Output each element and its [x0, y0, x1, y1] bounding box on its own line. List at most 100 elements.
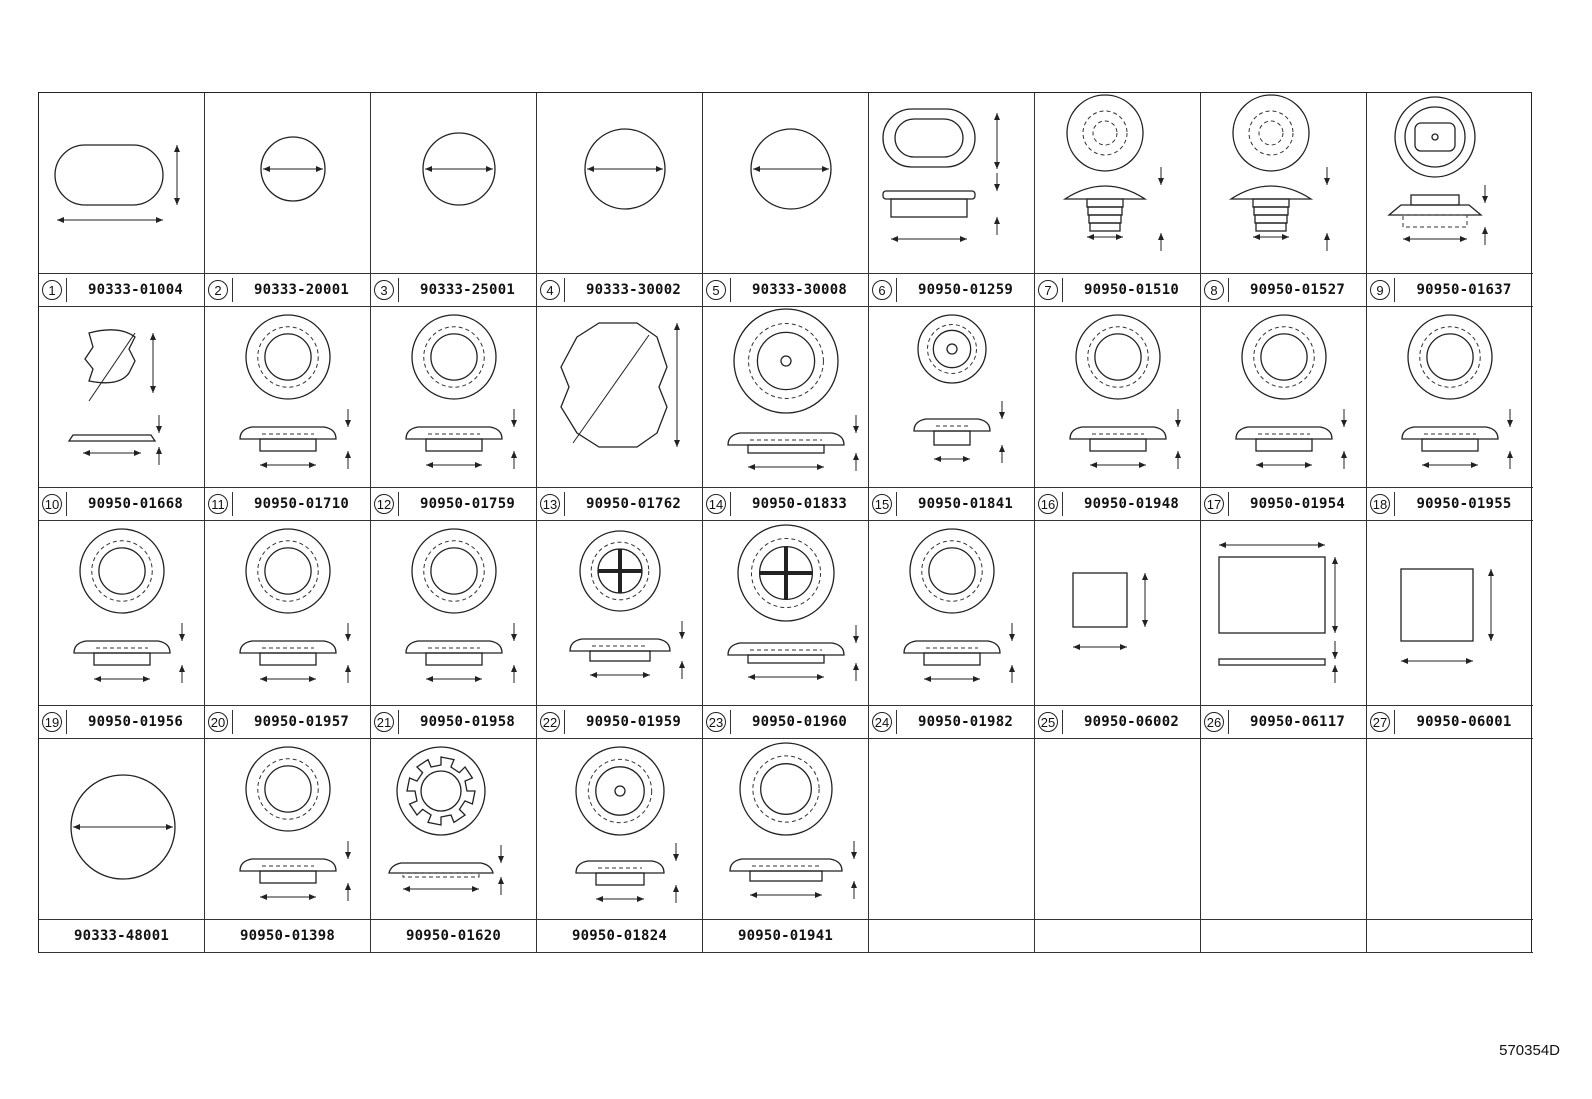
caption-divider	[398, 492, 399, 516]
part-number: 90333-01004	[88, 282, 183, 298]
part-caption: 90950-01941	[703, 919, 869, 953]
part-number: 90950-01620	[406, 928, 501, 944]
part-number: 90950-01510	[1084, 282, 1179, 298]
part-number: 90333-30002	[586, 282, 681, 298]
empty-cell	[1035, 919, 1201, 953]
part-illustration	[903, 528, 1015, 683]
empty-cell	[1201, 739, 1367, 919]
part-number: 90950-01668	[88, 496, 183, 512]
part-caption: 90950-01620	[371, 919, 537, 953]
part-drawing-cell	[1367, 307, 1533, 487]
item-number: 9	[1370, 280, 1390, 300]
part-illustration	[54, 144, 180, 223]
item-number: 13	[540, 494, 560, 514]
part-drawing-cell	[39, 739, 205, 919]
part-drawing-cell	[703, 307, 869, 487]
empty-cell	[1035, 739, 1201, 919]
part-drawing-cell	[703, 521, 869, 705]
part-caption: 90333-48001	[39, 919, 205, 953]
figure-reference: 570354D	[1499, 1042, 1560, 1059]
part-number: 90333-25001	[420, 282, 515, 298]
part-number: 90950-01954	[1250, 496, 1345, 512]
item-number: 3	[374, 280, 394, 300]
caption-divider	[1062, 710, 1063, 734]
part-number: 90950-01948	[1084, 496, 1179, 512]
item-number: 5	[706, 280, 726, 300]
caption-divider	[1062, 278, 1063, 302]
item-number: 14	[706, 494, 726, 514]
empty-cell	[869, 919, 1035, 953]
item-number: 22	[540, 712, 560, 732]
part-illustration	[1228, 94, 1330, 251]
part-number: 90950-01710	[254, 496, 349, 512]
item-number: 17	[1204, 494, 1224, 514]
part-illustration	[1218, 542, 1338, 683]
part-illustration	[239, 314, 351, 469]
part-caption: 4 90333-30002	[537, 273, 703, 307]
caption-divider	[730, 492, 731, 516]
part-drawing-cell	[1201, 521, 1367, 705]
caption-divider	[1062, 492, 1063, 516]
part-number: 90950-01824	[572, 928, 667, 944]
part-drawing-cell	[1035, 307, 1201, 487]
part-illustration	[569, 530, 685, 679]
part-drawing-cell	[869, 521, 1035, 705]
part-illustration	[260, 136, 326, 202]
caption-divider	[896, 710, 897, 734]
part-number: 90950-01833	[752, 496, 847, 512]
part-drawing-cell	[39, 307, 205, 487]
item-number: 27	[1370, 712, 1390, 732]
part-drawing-cell	[39, 93, 205, 273]
caption-divider	[66, 278, 67, 302]
part-caption: 3 90333-25001	[371, 273, 537, 307]
caption-divider	[232, 278, 233, 302]
part-drawing-cell	[537, 93, 703, 273]
part-illustration	[727, 308, 859, 471]
part-number: 90950-06001	[1416, 714, 1512, 730]
item-number: 24	[872, 712, 892, 732]
part-number: 90950-01759	[420, 496, 515, 512]
part-illustration	[239, 746, 351, 901]
part-drawing-cell	[205, 307, 371, 487]
item-number: 12	[374, 494, 394, 514]
part-illustration	[70, 774, 176, 880]
part-illustration	[1069, 314, 1181, 469]
part-illustration	[750, 128, 832, 210]
part-drawing-cell	[371, 739, 537, 919]
part-illustration	[1235, 314, 1347, 469]
caption-divider	[398, 278, 399, 302]
part-drawing-cell	[39, 521, 205, 705]
part-caption: 14 90950-01833	[703, 487, 869, 521]
item-number: 4	[540, 280, 560, 300]
part-number: 90950-01941	[738, 928, 833, 944]
item-number: 18	[1370, 494, 1390, 514]
part-drawing-cell	[703, 739, 869, 919]
part-caption: 27 90950-06001	[1367, 705, 1533, 739]
part-illustration	[1401, 314, 1513, 469]
part-number: 90950-06002	[1084, 714, 1179, 730]
item-number: 6	[872, 280, 892, 300]
caption-divider	[730, 710, 731, 734]
part-drawing-cell	[869, 307, 1035, 487]
caption-divider	[564, 710, 565, 734]
part-number: 90950-01398	[240, 928, 335, 944]
part-number: 90950-01959	[586, 714, 681, 730]
part-drawing-cell	[1201, 307, 1367, 487]
part-number: 90950-01958	[420, 714, 515, 730]
empty-cell	[869, 739, 1035, 919]
item-number: 2	[208, 280, 228, 300]
caption-divider	[564, 492, 565, 516]
part-number: 90950-01956	[88, 714, 183, 730]
caption-divider	[66, 710, 67, 734]
